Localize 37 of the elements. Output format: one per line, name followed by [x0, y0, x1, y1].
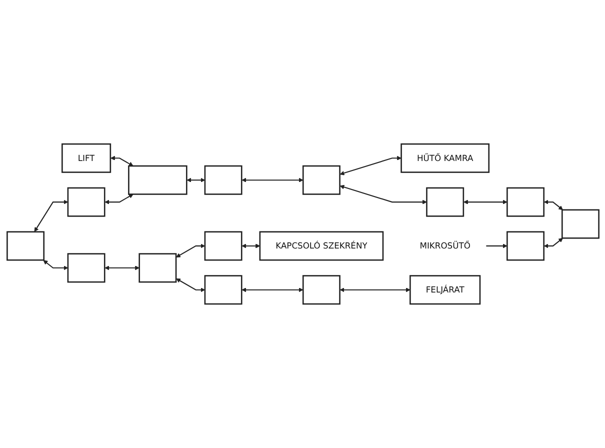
arrow	[42, 260, 68, 270]
arrow	[339, 156, 401, 176]
arrow	[486, 244, 507, 248]
node-box: FELJÁRAT	[409, 275, 480, 305]
arrow	[176, 244, 205, 258]
node-box	[426, 187, 464, 217]
arrow	[110, 156, 133, 166]
arrow	[241, 178, 303, 182]
arrow	[339, 288, 410, 292]
arrow	[104, 194, 133, 204]
node-box	[506, 231, 544, 261]
node-box	[6, 231, 44, 261]
arrow	[462, 200, 507, 204]
node-box: LIFT	[61, 143, 111, 173]
node-box	[204, 275, 242, 305]
node-box: KAPCSOLÓ SZEKRÉNY	[258, 231, 384, 261]
arrow	[543, 238, 563, 248]
node-text: MIKROSÜTŐ	[419, 240, 470, 251]
arrow	[241, 244, 260, 248]
arrow	[241, 288, 303, 292]
node-box	[302, 165, 340, 195]
node-box	[66, 253, 105, 283]
node-box: HŰTŐ KAMRA	[400, 143, 490, 173]
arrow	[186, 178, 205, 182]
node-box	[138, 253, 176, 283]
node-box	[66, 187, 105, 217]
node-box	[204, 165, 242, 195]
arrow	[34, 200, 68, 232]
node-box	[302, 275, 340, 305]
arrow	[176, 278, 205, 292]
arrow	[339, 184, 426, 204]
arrow	[104, 266, 140, 270]
node-box	[506, 187, 544, 217]
node-box	[128, 165, 187, 195]
node-box	[560, 209, 599, 239]
node-box	[204, 231, 242, 261]
arrow	[543, 200, 563, 210]
